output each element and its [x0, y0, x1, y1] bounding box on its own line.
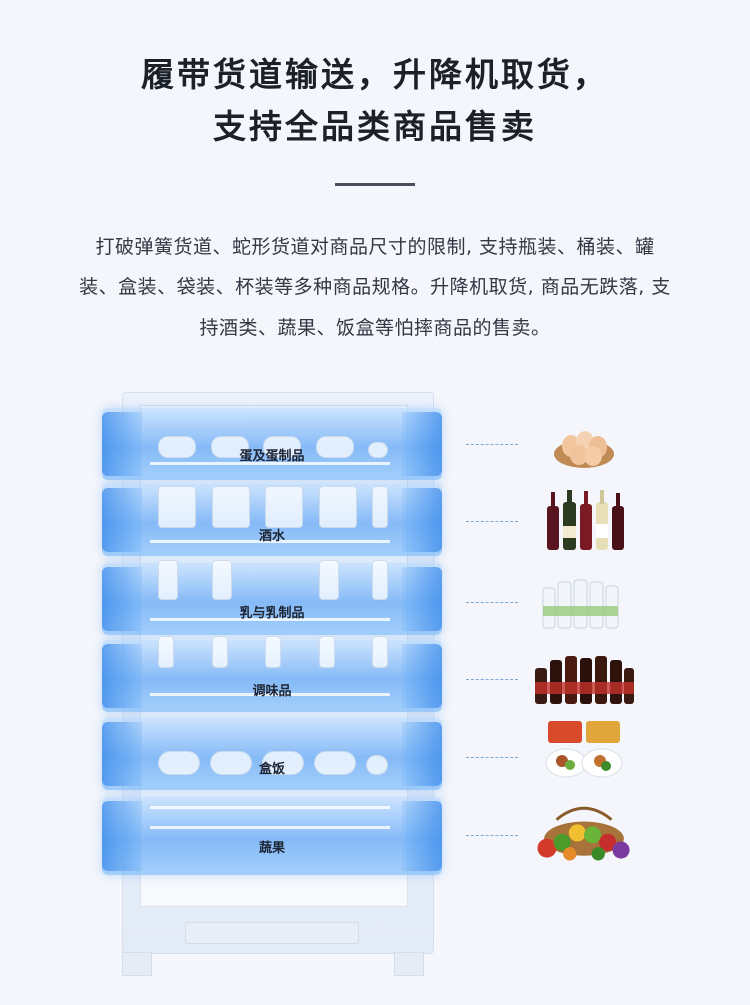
- connector-dash: [466, 444, 518, 445]
- band-label-lunch: 盒饭: [258, 762, 285, 777]
- shelf-rail: [150, 826, 390, 829]
- shelf-rail: [150, 806, 390, 809]
- pickup-slot: [185, 922, 359, 944]
- connector-dash: [466, 521, 518, 522]
- heading-divider: [335, 183, 415, 186]
- shelf-rail: [150, 540, 390, 543]
- machine-foot-right: [394, 952, 424, 976]
- shelf-rail: [150, 693, 390, 696]
- band-label-wine: 酒水: [258, 529, 285, 544]
- shelf-items-eggs: [158, 418, 388, 458]
- track-band-lunch: [102, 718, 442, 790]
- connector-dash: [466, 602, 518, 603]
- milk-bottles-icon: [528, 568, 640, 632]
- condiment-bottles-icon: [528, 643, 640, 707]
- headline-line-2: 支持全品类商品售卖: [213, 107, 537, 146]
- connector-dash: [466, 757, 518, 758]
- band-label-vegetables: 蔬果: [258, 841, 285, 856]
- band-label-eggs: 蛋及蛋制品: [239, 449, 305, 464]
- shelf-items-lunch: [158, 735, 388, 775]
- vegetable-basket-icon: [528, 800, 640, 864]
- connector-dash: [466, 679, 518, 680]
- wine-bottles-icon: [528, 488, 640, 552]
- description-line-1: 打破弹簧货道、蛇形货道对商品尺寸的限制, 支持瓶装、桶装、罐: [95, 236, 655, 258]
- lunch-box-icon: [528, 718, 640, 782]
- shelf-items-condiments: [158, 628, 388, 668]
- shelf-rail: [150, 618, 390, 621]
- shelf-items-milk: [158, 560, 388, 600]
- shelf-items-wine: [158, 486, 388, 528]
- headline-line-1: 履带货道输送，升降机取货，: [141, 55, 609, 94]
- shelf-rail: [150, 462, 390, 465]
- connector-dash: [466, 835, 518, 836]
- egg-basket-icon: [528, 410, 640, 474]
- description-line-2: 装、盒装、袋装、杯装等多种商品规格。升降机取货, 商品无跌落, 支: [79, 276, 671, 298]
- band-label-milk: 乳与乳制品: [239, 606, 305, 621]
- machine-foot-left: [122, 952, 152, 976]
- description-line-3: 持酒类、蔬果、饭盒等怕摔商品的售卖。: [199, 317, 551, 339]
- band-label-condiments: 调味品: [252, 684, 292, 699]
- track-band-vegetables: [102, 797, 442, 875]
